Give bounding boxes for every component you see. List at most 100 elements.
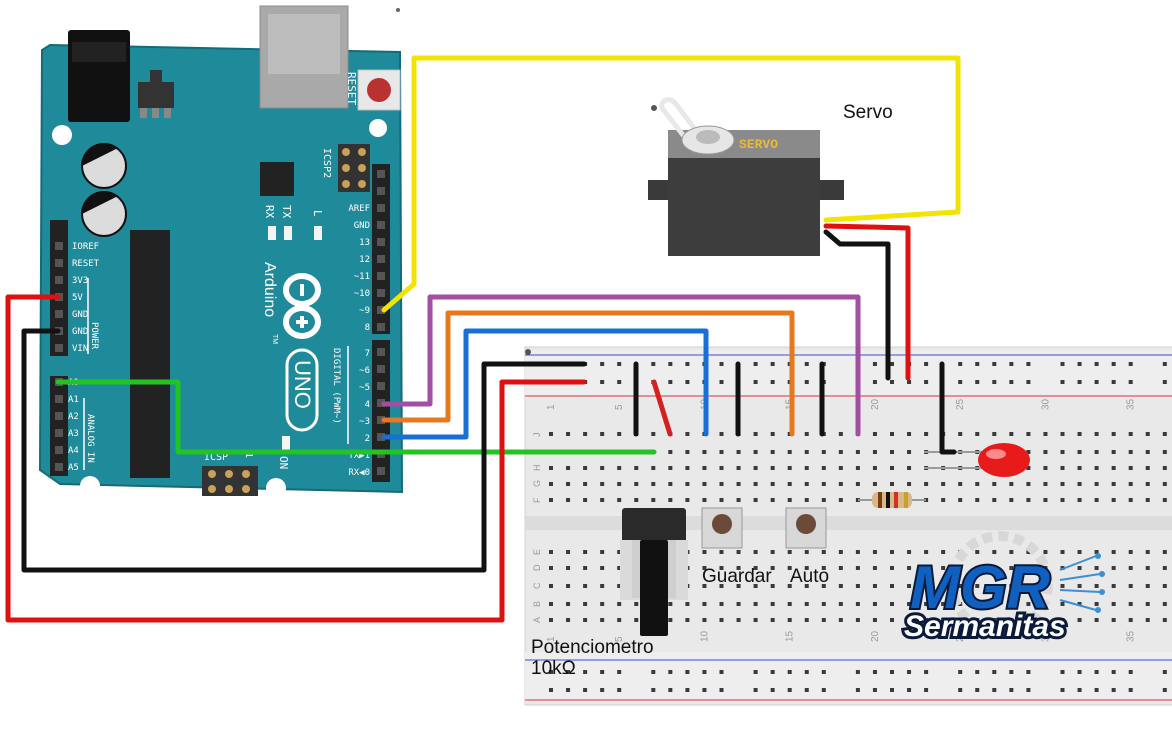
breadboard-hole [787,550,792,554]
breadboard-hole [549,566,553,570]
breadboard-hole [838,602,843,606]
power-rail-hole [924,670,929,674]
breadboard-hole [1128,550,1133,554]
uno-text: UNO [290,360,315,409]
breadboard-hole [941,584,946,588]
breadboard-hole [1060,432,1065,436]
breadboard-hole [770,566,775,570]
breadboard-hole [890,602,894,606]
breadboard-hole [1077,432,1082,436]
breadboard-hole [855,450,860,454]
breadboard-hole [924,482,929,486]
breadboard-hole [1111,482,1116,486]
breadboard-hole [1077,566,1082,570]
breadboard-hole [549,498,553,502]
breadboard-hole [668,450,673,454]
mgr-sermanitas-logo: MGR Sermanitas [901,531,1105,646]
wire-red-servo [823,223,911,381]
breadboard-hole [1009,566,1014,570]
breadboard-hole [1009,602,1014,606]
breadboard-column-label: 35 [1126,398,1137,410]
breadboard-hole [719,450,724,454]
breadboard-hole [651,498,656,502]
breadboard-hole [549,432,553,436]
breadboard-hole [907,450,912,454]
breadboard-hole [583,466,588,470]
breadboard-hole [992,602,997,606]
analog-section-label: ANALOG IN [85,414,95,463]
power-rail-hole [702,688,707,692]
breadboard-hole [634,466,639,470]
arduino-infinity-logo [283,273,321,339]
power-rail-hole [1026,362,1031,366]
breadboard-hole [1162,498,1167,502]
breadboard-hole [770,498,775,502]
power-rail-hole [583,670,588,674]
wire-blue-pin2 [381,328,709,440]
power-rail-hole [1128,380,1133,384]
pin-label: A5 [68,463,79,473]
breadboard-hole [872,566,877,570]
header-pin [377,238,385,246]
power-rail-hole [804,688,809,692]
power-rail-hole [958,670,963,674]
power-rail-hole [770,688,775,692]
breadboard-hole [1128,432,1133,436]
header-pin [377,416,385,424]
breadboard-column-label: 1 [546,636,557,642]
power-rail-hole [958,688,963,692]
pin-label: 3V3 [72,276,88,286]
breadboard-hole [1060,466,1065,470]
breadboard-row-label: H [532,465,542,472]
power-rail-hole [1077,362,1082,366]
pin-label: IOREF [72,242,99,252]
header-pin [377,255,385,263]
power-rail-hole [600,380,605,384]
breadboard-hole [1043,450,1048,454]
breadboard-hole [804,618,809,622]
breadboard-hole [821,618,826,622]
breadboard-hole [855,618,860,622]
header-pin [377,433,385,441]
breadboard-hole [1128,450,1133,454]
power-rail-hole [668,362,673,366]
breadboard-hole [838,450,843,454]
breadboard-hole [958,498,963,502]
breadboard-hole [1094,618,1099,622]
breadboard-hole [804,498,809,502]
breadboard-hole [787,482,792,486]
power-rail-hole [1077,670,1082,674]
breadboard-hole [753,466,758,470]
breadboard-hole [1043,432,1048,436]
breadboard-hole [941,618,946,622]
breadboard-hole [549,618,553,622]
breadboard-hole [566,498,571,502]
breadboard-hole [787,584,792,588]
breadboard-hole [821,584,826,588]
breadboard-hole [617,466,622,470]
breadboard-hole [719,550,724,554]
breadboard-hole [975,602,980,606]
power-rail-hole [651,670,656,674]
breadboard-hole [992,618,997,622]
breadboard-hole [549,482,553,486]
header-pin [377,399,385,407]
breadboard-hole [855,466,860,470]
breadboard-hole [1145,482,1150,486]
breadboard-hole [1111,450,1116,454]
breadboard-hole [890,566,894,570]
breadboard-hole [770,584,775,588]
breadboard-hole [719,602,724,606]
pin-label: GND [354,221,370,231]
power-rail-hole [958,362,963,366]
header-pin [377,348,385,356]
breadboard-hole [685,602,690,606]
breadboard-hole [1043,566,1048,570]
breadboard-hole [702,618,707,622]
breadboard-hole [583,566,588,570]
breadboard-hole [1060,482,1065,486]
breadboard-hole [617,432,622,436]
power-rail-hole [1111,362,1116,366]
breadboard-column-label: 1 [546,404,557,410]
